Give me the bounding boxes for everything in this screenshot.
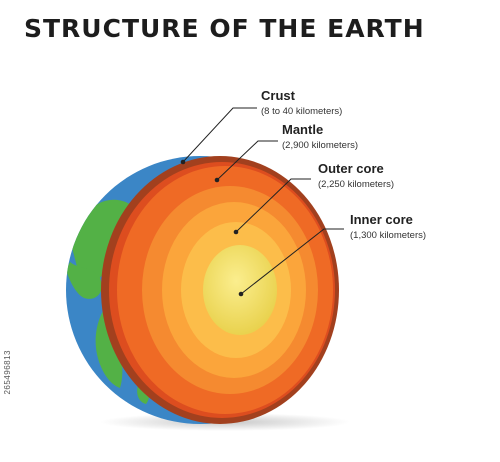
page-title: STRUCTURE OF THE EARTH: [24, 14, 425, 43]
outer-core-thickness: (2,250 kilometers): [318, 179, 395, 190]
outer-core-name: Outer core: [318, 161, 384, 176]
mantle-leader-line: [216, 140, 278, 181]
crust-label: Crust (8 to 40 kilometers): [261, 88, 342, 118]
inner-core-leader-line: [240, 228, 344, 295]
mantle-label: Mantle (2,900 kilometers): [282, 122, 358, 152]
inner-core-name: Inner core: [350, 212, 413, 227]
inner-core-layer: [203, 245, 277, 335]
mantle-thickness: (2,900 kilometers): [282, 140, 359, 151]
cross-section: [101, 156, 339, 424]
crust-leader-line: [182, 107, 257, 163]
crust-name: Crust: [261, 88, 295, 103]
mantle-dot: [214, 177, 220, 183]
outer-core-leader-line: [235, 178, 311, 233]
leader-lines: [182, 107, 344, 295]
leader-dots: [180, 159, 244, 297]
crust-dot: [180, 159, 186, 165]
inner-core-thickness: (1,300 kilometers): [350, 230, 427, 241]
stock-id: 265496813: [3, 350, 12, 395]
inner-core-dot: [238, 291, 244, 297]
mantle-name: Mantle: [282, 122, 324, 137]
inner-core-label: Inner core (1,300 kilometers): [350, 212, 426, 242]
outer-core-dot: [233, 229, 239, 235]
outer-core-label: Outer core (2,250 kilometers): [318, 161, 394, 191]
crust-thickness: (8 to 40 kilometers): [261, 106, 343, 117]
